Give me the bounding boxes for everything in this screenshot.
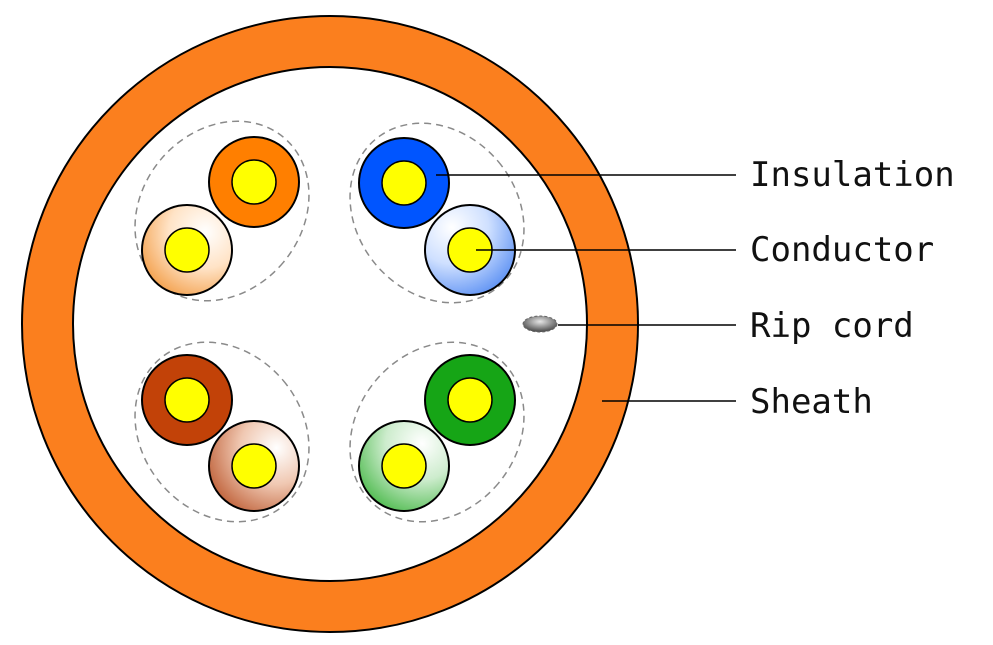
green-solid-conductor — [447, 377, 493, 423]
blue-pair-outline — [349, 122, 525, 304]
orange-striped-conductor — [164, 227, 210, 273]
insulation-label: Insulation — [750, 155, 955, 195]
cable-core — [72, 66, 588, 582]
brown-striped-conductor — [231, 443, 277, 489]
conductor-label: Conductor — [750, 230, 934, 270]
rip-cord — [522, 315, 558, 333]
blue-solid-conductor — [381, 160, 427, 206]
brown-solid-conductor — [164, 377, 210, 423]
green-striped-conductor — [381, 443, 427, 489]
sheath-label: Sheath — [750, 382, 873, 422]
orange-solid-conductor — [231, 159, 277, 205]
green-pair-outline — [349, 341, 525, 523]
brown-pair-outline — [134, 341, 310, 523]
rip-cord-label: Rip cord — [750, 306, 914, 346]
